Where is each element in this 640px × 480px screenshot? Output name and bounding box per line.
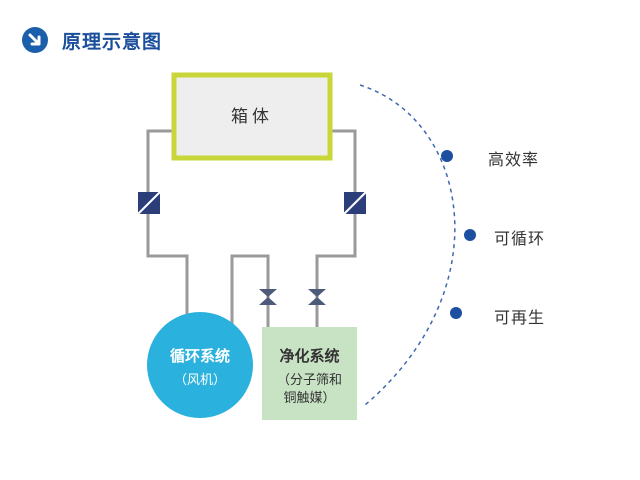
benefit-label-recyclable: 可循环 (494, 229, 546, 248)
benefit-label-renewable: 可再生 (494, 308, 546, 327)
valve-right (308, 289, 326, 305)
benefit-dot-3 (450, 307, 462, 319)
filter-right (343, 191, 367, 215)
circulation-title: 循环系统 (169, 347, 230, 365)
pipe-network (146, 129, 357, 336)
purification-title: 净化系统 (279, 347, 340, 365)
circulation-subtitle: （风机） (173, 373, 226, 388)
filter-left (137, 191, 161, 215)
dashed-arc (359, 84, 456, 406)
arrow-down-right-icon (22, 27, 48, 53)
left-pipe (146, 129, 189, 330)
purification-subtitle-line1: （分子筛和 (276, 373, 342, 388)
benefit-dot-1 (441, 150, 453, 162)
benefit-dot-2 (464, 229, 476, 241)
chamber-box (171, 72, 333, 161)
chamber-label: 箱体 (231, 107, 273, 127)
page-title: 原理示意图 (62, 30, 163, 53)
middle-pipe (230, 254, 270, 336)
purification-subtitle-line2: 铜触媒） (283, 391, 336, 406)
benefit-label-efficiency: 高效率 (488, 150, 540, 169)
section-header: 原理示意图 (22, 26, 162, 54)
circulation-circle (147, 312, 253, 418)
valve-left (259, 289, 277, 305)
purification-box (262, 327, 357, 420)
right-pipe (315, 129, 357, 328)
